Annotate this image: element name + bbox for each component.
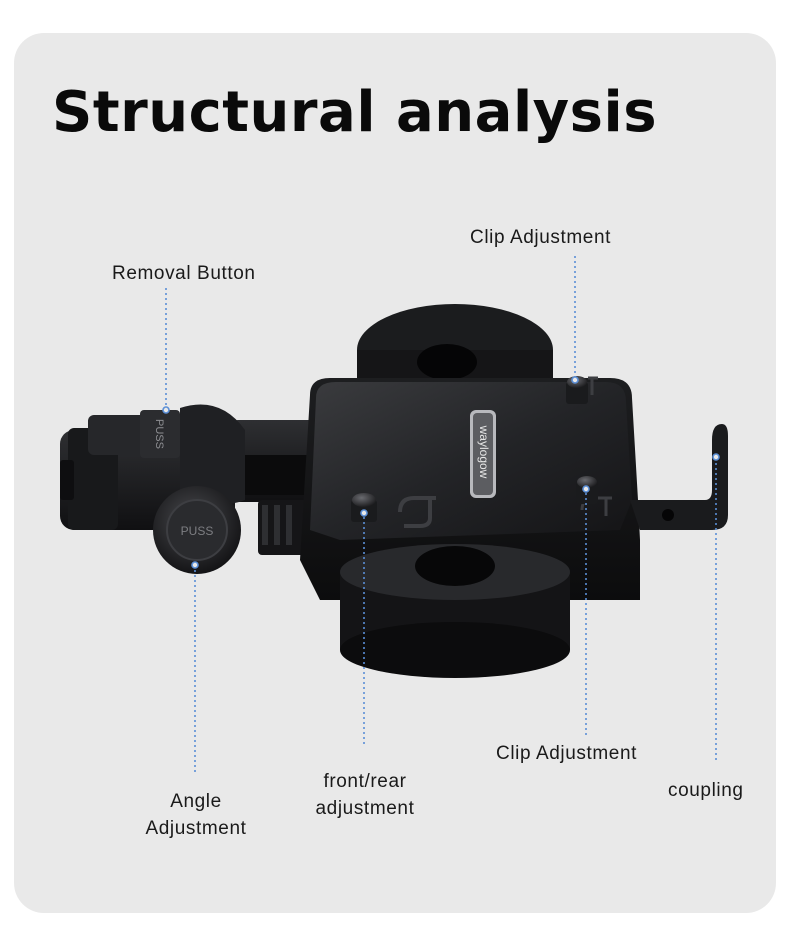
label-angle-line2: Adjustment [145,818,247,839]
label-clip-adjustment-bottom: Clip Adjustment [496,743,638,764]
label-front-rear-line2: adjustment [315,798,415,819]
hand-icon-top [588,376,598,395]
removal-button-text: PUSS [153,419,165,449]
label-clip-adjustment-top: Clip Adjustment [470,227,612,248]
knob-text: PUSS [181,524,214,538]
coupling-hook [630,424,728,530]
front-clamp-ring [340,544,570,678]
brand-badge: waylogow [470,410,496,498]
label-front-rear-line1: front/rear [323,771,407,792]
angle-knob: PUSS [153,486,241,574]
brand-logo-text: waylogow [477,425,491,479]
label-removal-button: Removal Button [112,263,256,284]
removal-button: PUSS [140,410,180,458]
label-coupling: coupling [668,780,744,801]
hand-icon-left [398,496,436,528]
label-front-rear-adjustment: front/rear adjustment [294,768,436,822]
label-angle-line1: Angle [170,791,222,812]
page-title: Structural analysis [52,80,658,145]
label-angle-adjustment: Angle Adjustment [128,788,264,842]
clip-adjust-stud-bottom [576,476,598,504]
